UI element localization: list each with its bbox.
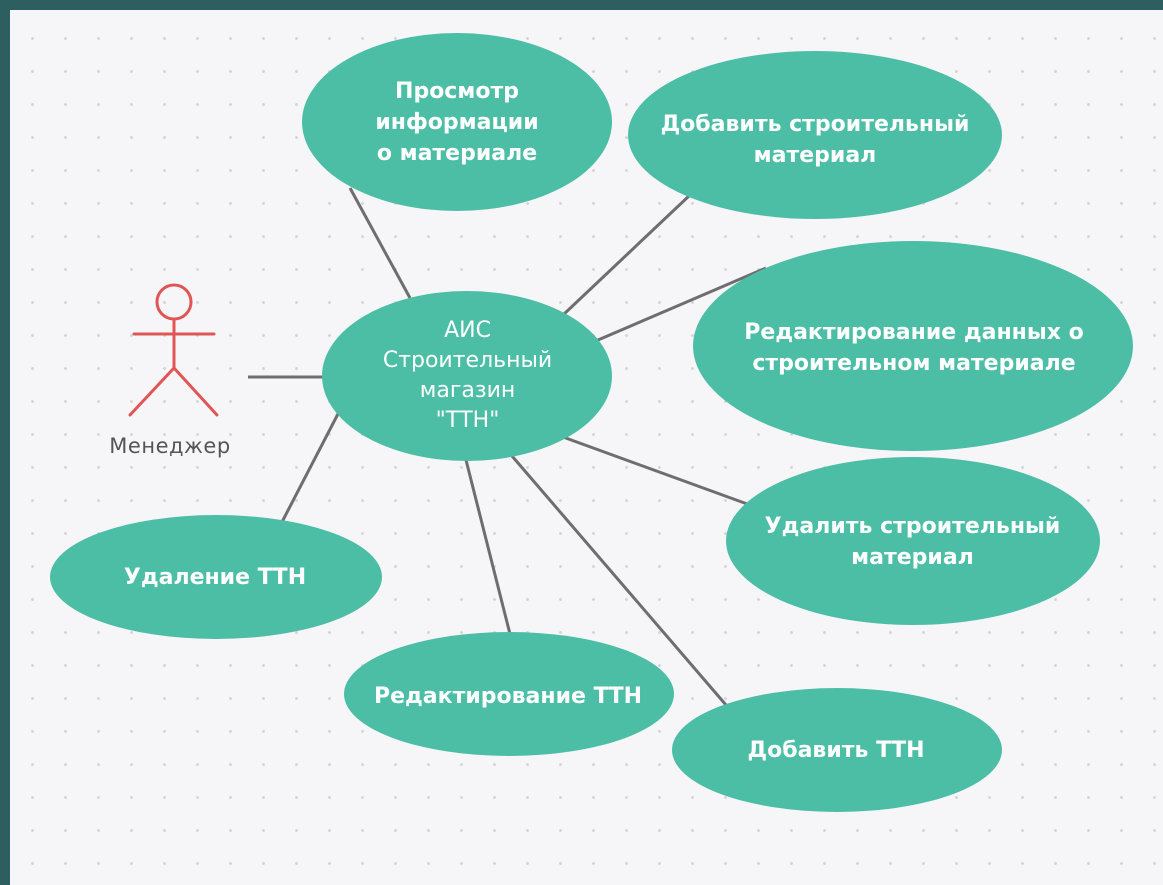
connector-add-material — [561, 193, 692, 317]
system-boundary-label: АИС Строительный магазин "ТТН" — [382, 318, 553, 433]
use-case-add-ttn: Добавить ТТН — [747, 737, 925, 763]
use-case-ellipse-delete-material — [726, 457, 1100, 625]
use-case-ellipse-edit-ttn — [344, 632, 674, 756]
connector-add-ttn — [510, 455, 728, 706]
use-case-ellipse-edit-material — [693, 241, 1133, 451]
use-case-ellipse-delete-ttn — [50, 515, 382, 639]
use-case-ellipse-add-material — [628, 51, 1002, 219]
connector-edit-ttn — [464, 459, 513, 639]
use-case-edit-ttn: Редактирование ТТН — [373, 683, 642, 709]
use-case-delete-material: Удалить строительный материал — [764, 514, 1061, 570]
connector-delete-material — [562, 435, 751, 507]
use-case-ellipse-view-material-info — [302, 33, 612, 211]
use-case-ellipse-add-ttn — [672, 688, 1002, 812]
connector-delete-ttn — [280, 409, 342, 523]
stick-figure-icon — [128, 283, 219, 417]
system-ellipse — [322, 291, 612, 461]
use-case-add-material: Добавить строительный материал — [660, 112, 970, 168]
use-case-delete-ttn: Удаление ТТН — [123, 564, 307, 590]
use-case-view-material-info: Просмотр информации о материале — [375, 78, 539, 166]
actor-label: Менеджер — [109, 434, 231, 458]
connector-edit-material — [597, 266, 767, 342]
connector-view-material-info — [348, 187, 412, 299]
use-case-edit-material: Редактирование данных о строительном мат… — [744, 320, 1084, 376]
